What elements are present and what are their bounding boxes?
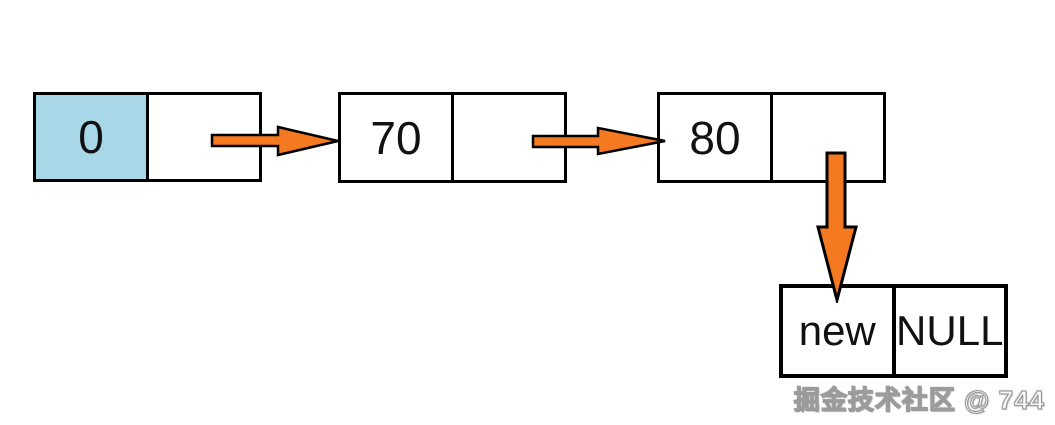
- node-80-value-cell: 80: [660, 95, 773, 180]
- list-node-70: 70: [338, 92, 567, 183]
- watermark-text: 掘金技术社区 @ 744: [793, 384, 1045, 415]
- list-node-new: new NULL: [779, 284, 1008, 378]
- arrow-shape: [816, 151, 858, 303]
- new-node-value-cell: new: [783, 288, 896, 374]
- next-arrow-80-to-new-icon: [816, 151, 858, 303]
- arrow-shape: [531, 126, 666, 156]
- node-70-value-cell: 70: [341, 95, 454, 180]
- next-arrow-head-to-70-icon: [210, 125, 339, 157]
- arrow-shape: [210, 125, 339, 157]
- list-node-80: 80: [657, 92, 886, 183]
- next-arrow-70-to-80-icon: [531, 126, 666, 156]
- head-value-cell: 0: [36, 95, 149, 179]
- new-node-pointer-cell: NULL: [896, 307, 1004, 354]
